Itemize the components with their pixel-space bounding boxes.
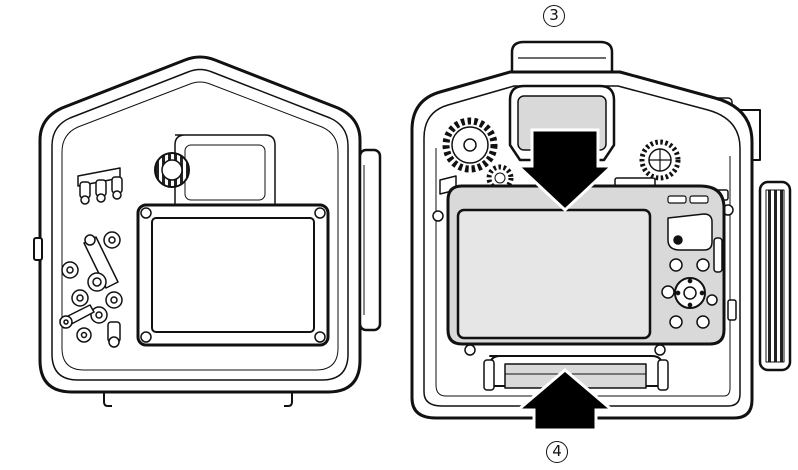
mode-dial-gear (639, 139, 681, 181)
camera-control-dial (674, 277, 706, 309)
push-arrow-up (513, 368, 617, 432)
lcd-window (136, 203, 330, 347)
camera-controls (661, 213, 723, 329)
callout-step-3: 3 (543, 5, 565, 27)
rear-door-hinge (358, 148, 382, 332)
callout-step-4: 4 (546, 441, 568, 463)
bottom-latch (483, 355, 669, 391)
insert-arrow-down (514, 128, 616, 213)
lens-port-ring (758, 180, 792, 372)
camera-lcd (456, 208, 652, 340)
dial-knob (154, 152, 190, 188)
housing-body (410, 40, 792, 420)
control-buttons (59, 231, 123, 348)
rear-door-foot-left (103, 392, 112, 407)
rear-door (33, 55, 382, 407)
rear-door-left-tab (33, 237, 43, 261)
focus-gear (442, 117, 514, 192)
button-cluster-top (77, 167, 123, 205)
housing-top-mount (510, 40, 614, 74)
rear-door-foot-right (284, 392, 293, 407)
